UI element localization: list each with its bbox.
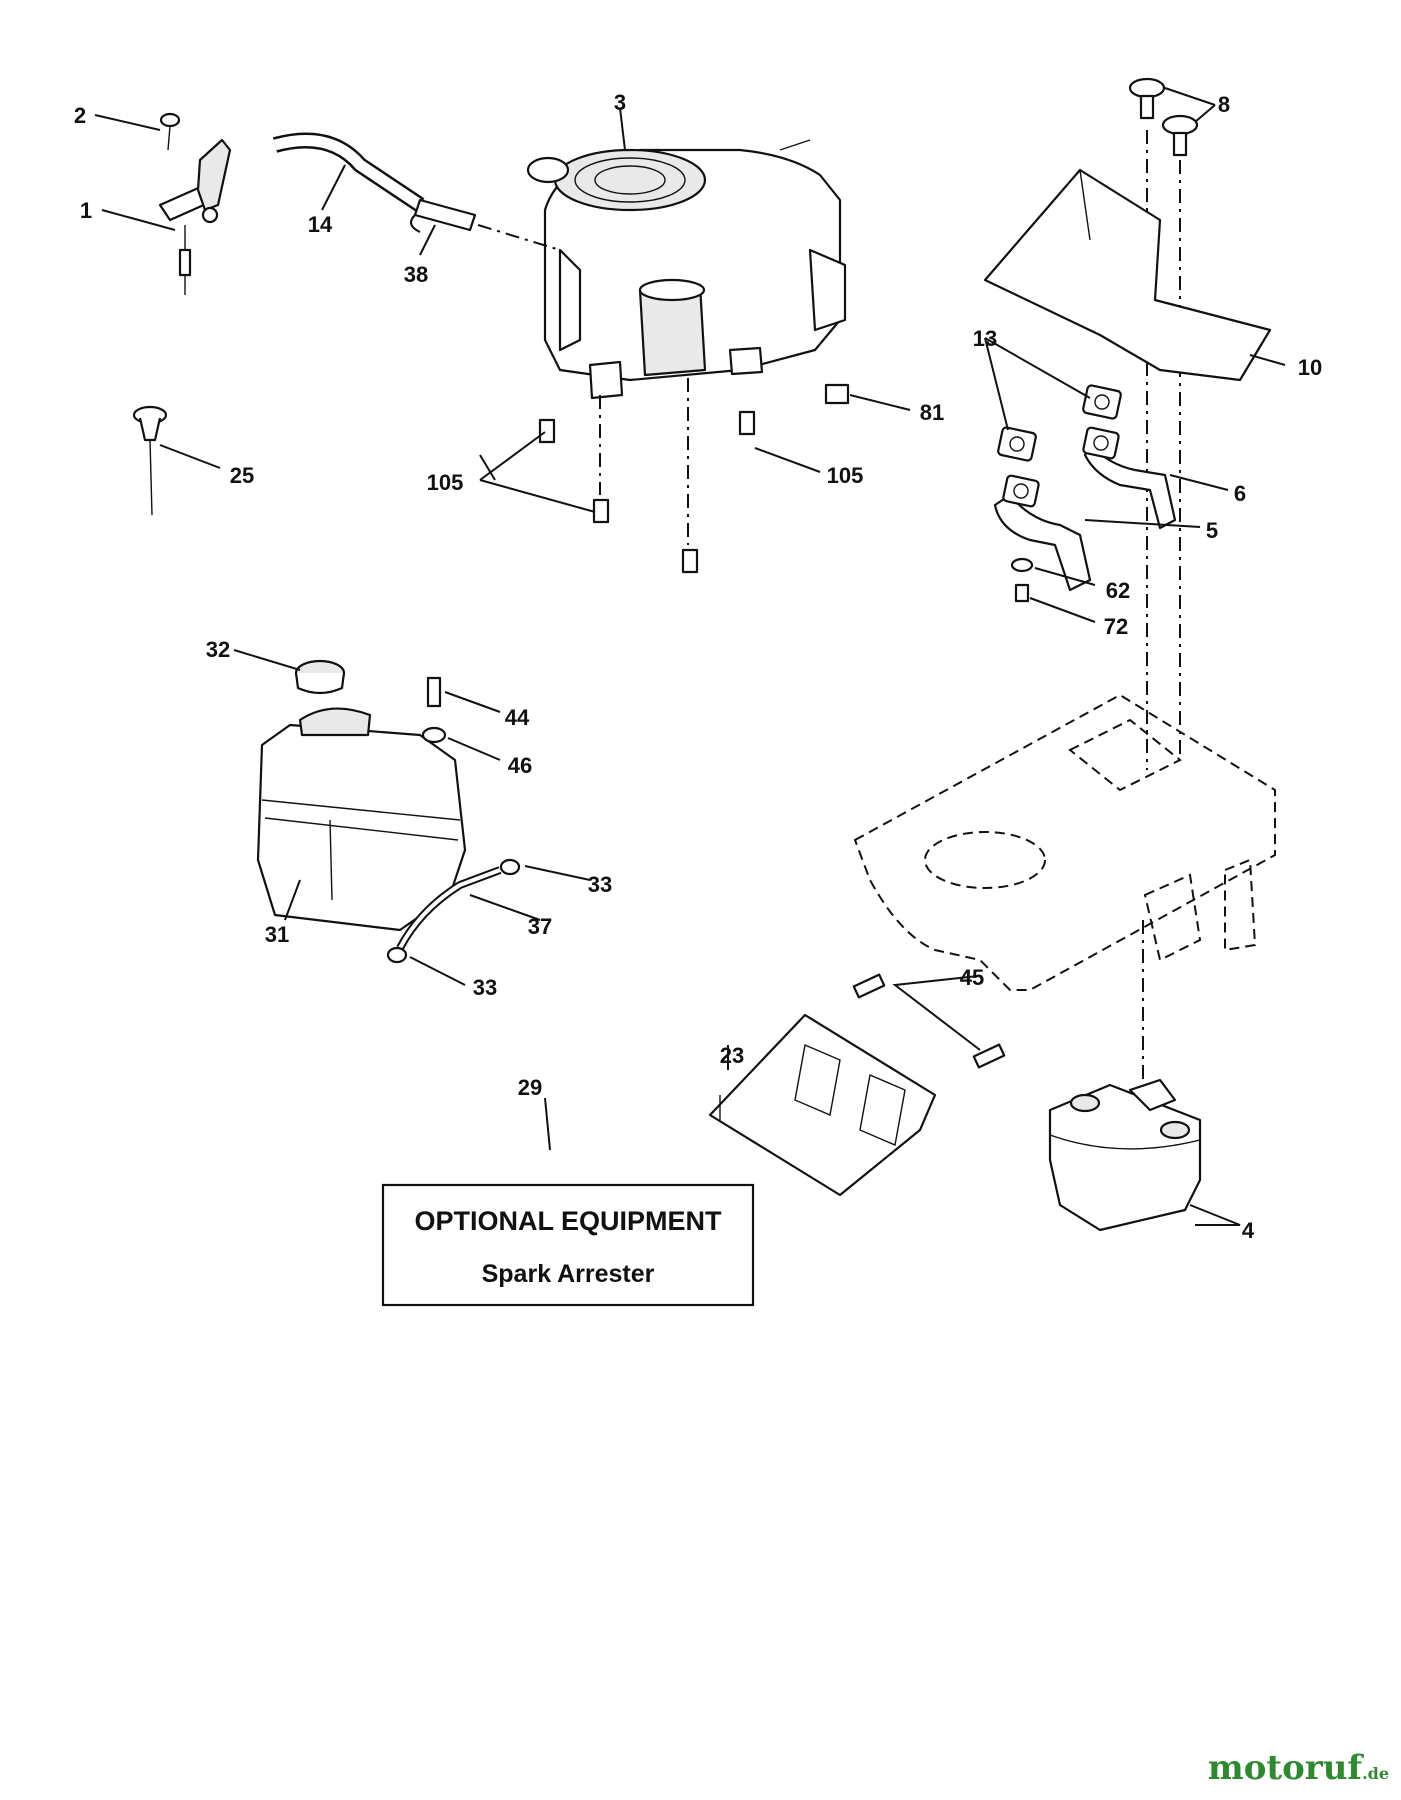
callout-37: 37 bbox=[528, 914, 552, 939]
callout-13: 13 bbox=[973, 326, 997, 351]
callout-2: 2 bbox=[74, 103, 86, 128]
callout-31: 31 bbox=[265, 922, 289, 947]
exhaust-pipe-part bbox=[993, 443, 1177, 592]
callout-5: 5 bbox=[1206, 518, 1218, 543]
arrester-screw-part bbox=[852, 973, 1006, 1069]
fuel-cap-part bbox=[294, 659, 346, 695]
fuel-hose-part bbox=[396, 866, 502, 950]
shield-bolt-part bbox=[1128, 77, 1199, 157]
leader-lines bbox=[94, 87, 1286, 1226]
watermark-logo: motoruf.de bbox=[1208, 1748, 1389, 1788]
spark-arrester-part bbox=[708, 1013, 937, 1197]
callout-81: 81 bbox=[920, 400, 944, 425]
fuel-line-part bbox=[272, 132, 425, 212]
exhaust-washer-part bbox=[1010, 557, 1034, 603]
callout-45: 45 bbox=[960, 965, 984, 990]
tank-bolt-part bbox=[421, 676, 447, 744]
callout-8: 8 bbox=[1218, 92, 1230, 117]
muffler-part bbox=[1048, 1078, 1202, 1232]
engine-bolt-part bbox=[538, 410, 756, 574]
callout-46: 46 bbox=[508, 753, 532, 778]
fuel-tank-part bbox=[256, 707, 467, 932]
callout-4: 4 bbox=[1242, 1218, 1255, 1243]
callout-29: 29 bbox=[518, 1075, 542, 1100]
callout-62: 62 bbox=[1106, 578, 1130, 603]
alignment-line bbox=[477, 224, 561, 251]
callout-105-left: 105 bbox=[427, 470, 464, 495]
engine-part bbox=[526, 139, 847, 400]
optional-equipment-title: OPTIONAL EQUIPMENT bbox=[414, 1206, 722, 1236]
callout-38: 38 bbox=[404, 262, 428, 287]
callout-72: 72 bbox=[1104, 614, 1128, 639]
oil-drain-part bbox=[824, 383, 850, 405]
fuel-filter-part bbox=[409, 198, 477, 233]
throttle-screw-part bbox=[159, 112, 181, 151]
callout-25: 25 bbox=[230, 463, 254, 488]
hose-clamp-part bbox=[386, 858, 521, 964]
callout-32: 32 bbox=[206, 637, 230, 662]
heat-shield-part bbox=[983, 168, 1272, 382]
throttle-control-part bbox=[158, 138, 232, 295]
callout-6: 6 bbox=[1234, 481, 1246, 506]
callout-3: 3 bbox=[614, 90, 626, 115]
watermark-tld: .de bbox=[1362, 1764, 1389, 1783]
callout-10: 10 bbox=[1298, 355, 1322, 380]
exhaust-gasket-part bbox=[997, 384, 1122, 508]
callout-23: 23 bbox=[720, 1043, 744, 1068]
callout-1: 1 bbox=[80, 198, 92, 223]
callout-14: 14 bbox=[308, 212, 333, 237]
callout-33-lower: 33 bbox=[473, 975, 497, 1000]
callout-33-upper: 33 bbox=[588, 872, 612, 897]
callout-labels: 1 2 3 4 5 6 8 10 13 14 23 25 29 31 32 33… bbox=[74, 90, 1322, 1243]
optional-equipment-box: OPTIONAL EQUIPMENT Spark Arrester bbox=[381, 1183, 755, 1307]
callout-44: 44 bbox=[505, 705, 530, 730]
frame-outline bbox=[853, 693, 1276, 991]
watermark-brand: motoruf bbox=[1207, 1748, 1363, 1788]
optional-equipment-subtitle: Spark Arrester bbox=[482, 1260, 655, 1288]
callout-105-right: 105 bbox=[827, 463, 864, 488]
choke-knob-part bbox=[132, 405, 168, 516]
